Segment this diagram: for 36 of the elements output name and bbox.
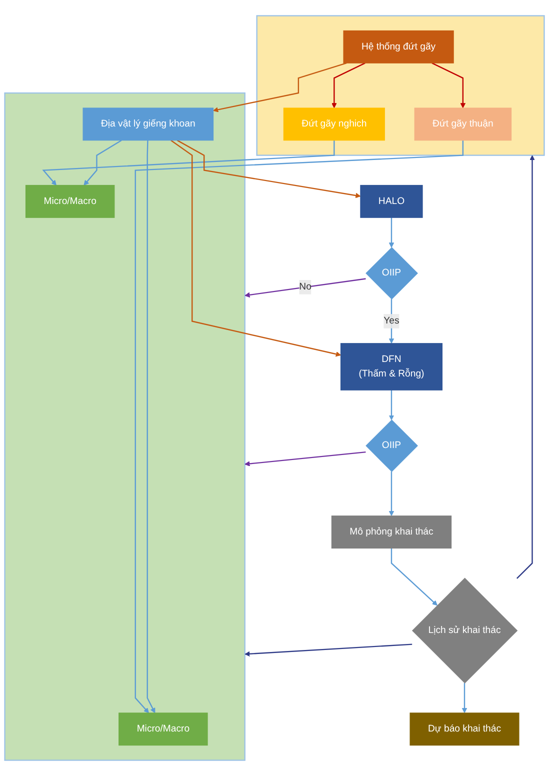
arrow	[332, 62, 366, 108]
arrow	[176, 140, 361, 198]
arrow	[516, 155, 535, 579]
node-box: Đứt gãy nghich	[283, 108, 385, 141]
node-box: Đứt gãy thuận	[414, 108, 512, 141]
arrow	[388, 472, 394, 516]
arrow	[462, 683, 468, 714]
arrow	[244, 278, 366, 298]
node-diamond: Lịch sử khai thác	[412, 578, 518, 684]
arrow	[170, 140, 341, 357]
arrow	[388, 299, 394, 344]
edge-label: Yes	[384, 316, 400, 326]
node-diamond: OIIP	[366, 420, 418, 472]
arrow	[84, 140, 122, 186]
cluster	[4, 92, 246, 761]
arrow	[134, 140, 464, 714]
node-box: HALO	[360, 184, 423, 218]
arrow	[390, 548, 438, 606]
arrow	[432, 62, 466, 108]
node-box: Địa vật lý giếng khoan	[82, 108, 214, 141]
node-box: Hệ thống đứt gãy	[343, 30, 454, 64]
node-diamond: OIIP	[366, 247, 418, 300]
node-box: Mô phỏng khai thác	[331, 516, 452, 549]
node-box: Dự báo khai thác	[410, 712, 520, 746]
node-box: DFN (Thấm & Rỗng)	[340, 343, 442, 390]
node-box: Micro/Macro	[25, 184, 115, 218]
arrow	[213, 62, 347, 112]
arrow	[146, 140, 156, 714]
arrow	[388, 218, 394, 248]
cluster	[256, 15, 545, 156]
edge-label: No	[299, 282, 312, 292]
node-box: Micro/Macro	[118, 712, 208, 746]
arrow	[244, 644, 412, 657]
arrow	[388, 390, 394, 420]
arrow	[42, 140, 335, 186]
arrow	[244, 452, 366, 466]
